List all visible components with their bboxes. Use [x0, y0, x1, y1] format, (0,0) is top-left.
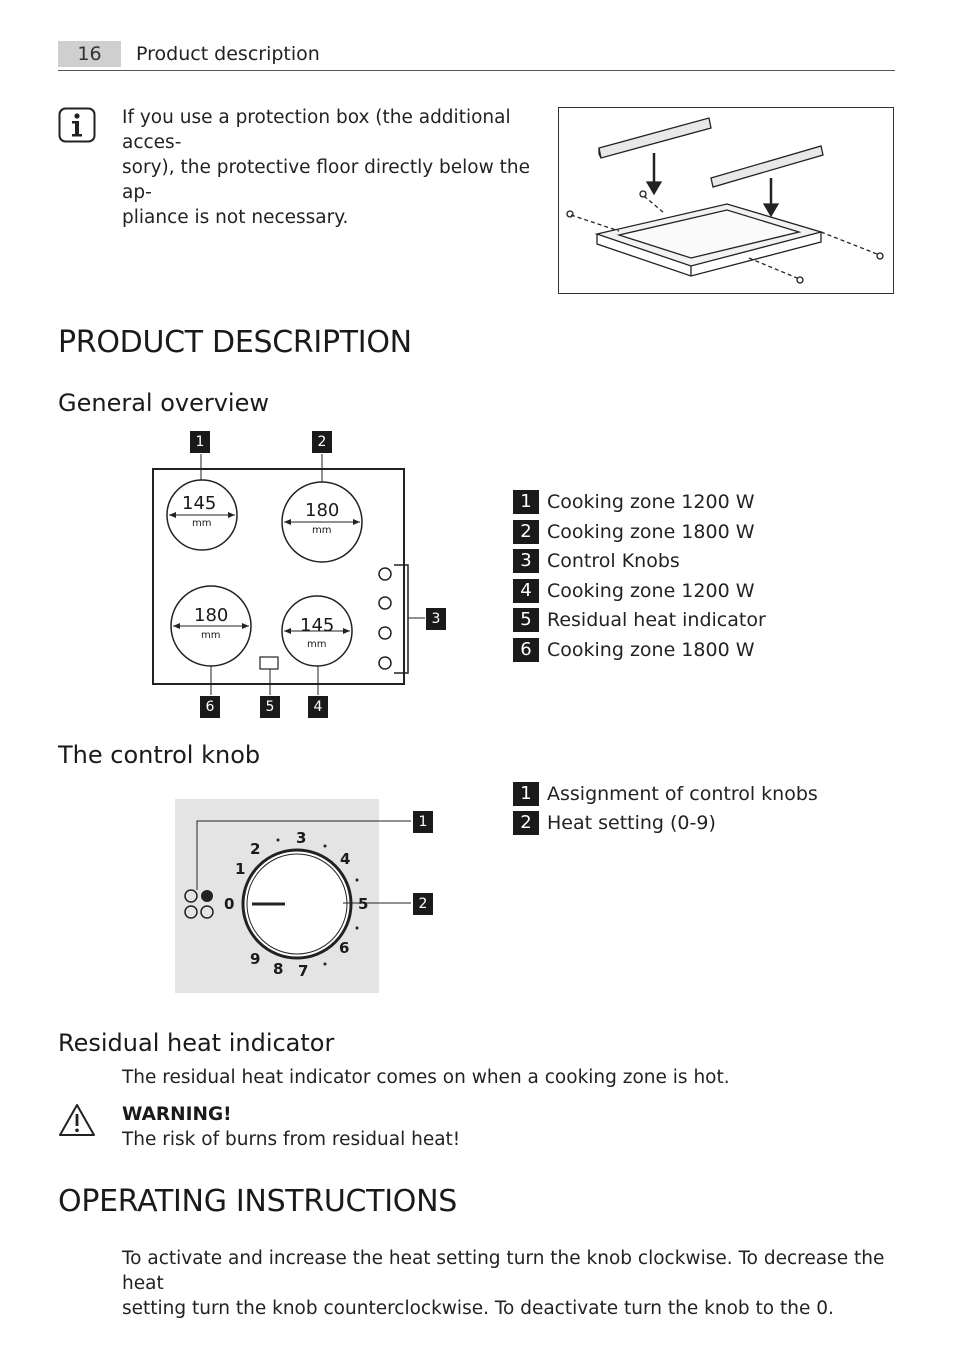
residual-heat-title: Residual heat indicator — [58, 1029, 335, 1057]
callout-2: 2 — [312, 431, 332, 453]
dial-number-3: 3 — [296, 829, 307, 847]
dial-number-8: 8 — [273, 960, 284, 978]
dial-number-6: 6 — [339, 939, 350, 957]
control-knob-diagram: 0 1 2 3 4 5 6 7 8 9 1 2 — [175, 799, 435, 993]
callout-1: 1 — [190, 431, 210, 453]
operating-instructions-title: OPERATING INSTRUCTIONS — [58, 1184, 457, 1219]
info-note-text: If you use a protection box (the additio… — [122, 107, 530, 228]
general-overview-title: General overview — [58, 389, 269, 417]
dial-number-2: 2 — [250, 840, 261, 858]
dial-number-4: 4 — [340, 850, 351, 868]
dial-number-7: 7 — [298, 962, 309, 980]
warning-icon — [57, 1102, 97, 1138]
callout-5: 5 — [260, 696, 280, 718]
protection-box-figure — [558, 107, 894, 294]
zone-2-unit: mm — [312, 525, 332, 536]
warning-text: The risk of burns from residual heat! — [122, 1129, 461, 1150]
info-icon — [58, 107, 96, 143]
residual-heat-text: The residual heat indicator comes on whe… — [122, 1067, 730, 1088]
running-header: Product description — [136, 43, 320, 65]
product-description-title: PRODUCT DESCRIPTION — [58, 325, 412, 360]
operating-instructions-text: To activate and increase the heat settin… — [122, 1248, 885, 1319]
dial-number-5: 5 — [358, 895, 369, 913]
dial-number-0: 0 — [224, 895, 235, 913]
zone-1-unit: mm — [192, 518, 212, 529]
zone-4-unit: mm — [307, 639, 327, 650]
hob-diagram: 145 mm 180 mm 180 mm 145 mm 1 2 3 6 5 4 — [140, 425, 460, 725]
knob-callout-2: 2 — [413, 893, 433, 915]
control-knob-title: The control knob — [58, 741, 261, 769]
zone-2-size: 180 — [305, 500, 340, 521]
warning-title: WARNING! — [122, 1104, 232, 1125]
dial-number-1: 1 — [235, 860, 246, 878]
page-number: 16 — [58, 41, 121, 67]
callout-6: 6 — [200, 696, 220, 718]
header-rule — [58, 70, 895, 71]
callout-3: 3 — [426, 608, 446, 630]
zone-1-size: 145 — [182, 493, 217, 514]
knob-callout-1: 1 — [413, 811, 433, 833]
zone-4-size: 145 — [300, 615, 335, 636]
callout-4: 4 — [308, 696, 328, 718]
zone-6-unit: mm — [201, 630, 221, 641]
zone-6-size: 180 — [194, 605, 229, 626]
dial-number-9: 9 — [250, 950, 261, 968]
